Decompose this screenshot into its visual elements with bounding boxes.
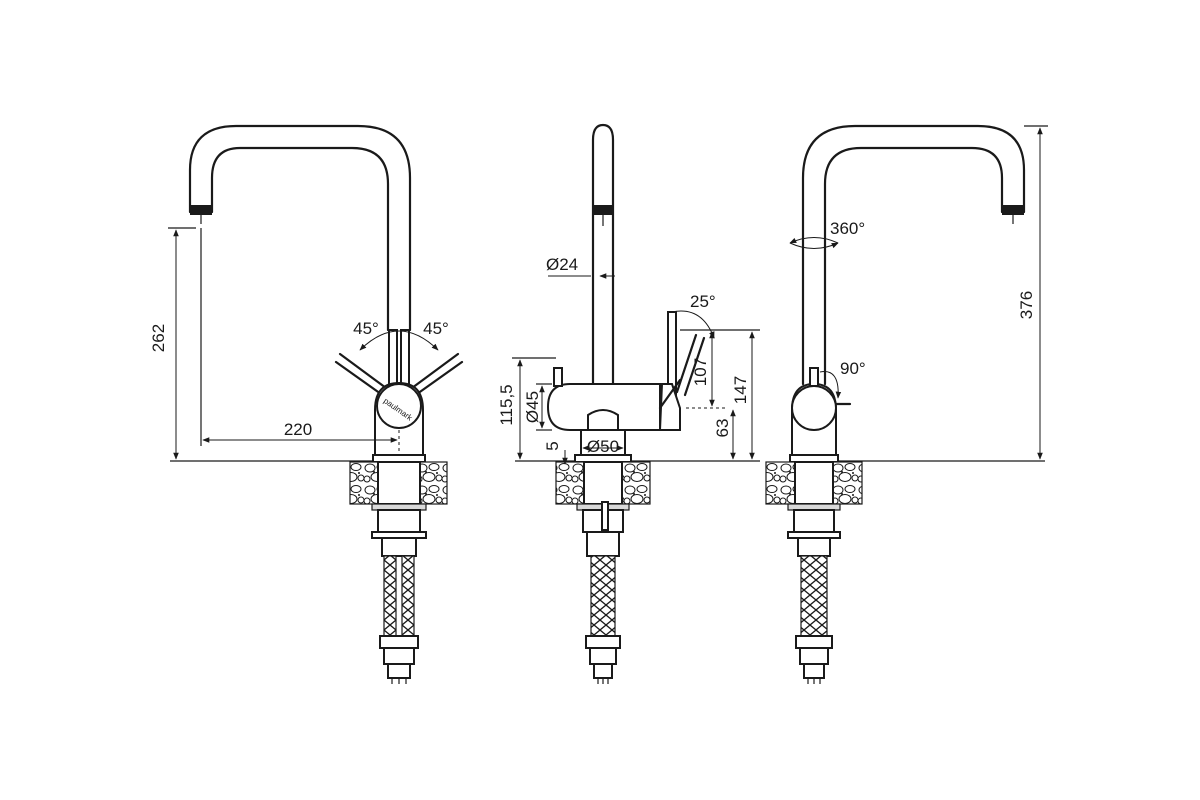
dim-lever-63: 63	[713, 419, 732, 438]
dim-lever-tilt: 25°	[690, 292, 716, 311]
faucet-side-view: Ø24 25° 115,5 Ø45 5 Ø50 107 147 63	[497, 123, 760, 684]
dim-body-height: 115,5	[497, 384, 516, 425]
dim-body-diameter: Ø45	[523, 391, 542, 423]
dim-lever-rotation: 90°	[840, 359, 866, 378]
dim-total-height: 376	[1017, 291, 1036, 319]
braided-hose-icon	[383, 555, 397, 637]
dim-lever-107: 107	[691, 358, 710, 386]
dim-base-diameter: Ø50	[587, 437, 619, 456]
dim-handle-right-angle: 45°	[423, 319, 449, 338]
dim-lever-147: 147	[731, 376, 750, 404]
faucet-back-view: 360° 90° 376	[765, 124, 1048, 684]
dim-spout-height: 262	[149, 324, 168, 352]
dim-handle-left-angle: 45°	[353, 319, 379, 338]
dim-spout-diameter: Ø24	[546, 255, 578, 274]
dim-gap: 5	[543, 441, 562, 450]
dim-swivel: 360°	[830, 219, 865, 238]
faucet-front-view: paulmark 262 220 45° 45°	[149, 124, 464, 684]
aerator-icon	[190, 205, 212, 215]
dim-reach: 220	[284, 420, 312, 439]
